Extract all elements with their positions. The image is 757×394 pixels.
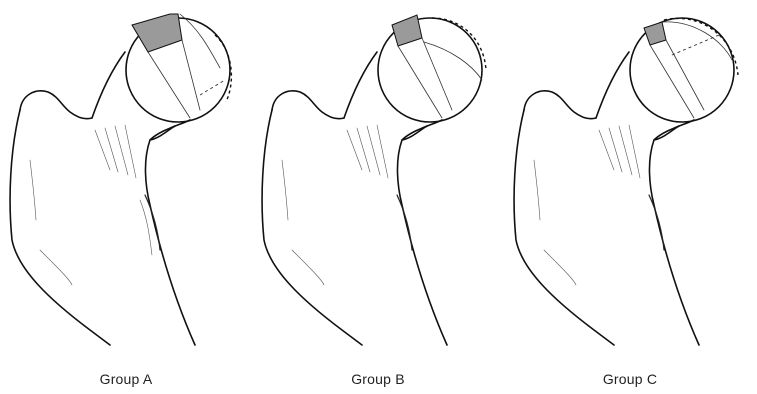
shaded-lesion <box>132 14 182 52</box>
femoral-neck-lower <box>654 126 679 140</box>
femoral-neck-lower <box>150 126 175 140</box>
femoral-head-dashed-rim <box>215 35 231 102</box>
caption-group-a: Group A <box>0 371 252 387</box>
caption-group-c: Group C <box>504 371 756 387</box>
femoral-neck-lower <box>402 126 427 140</box>
femur-drawing-group-c <box>504 0 756 360</box>
greater-trochanter <box>272 91 344 119</box>
panel-group-a: Group A <box>0 0 252 394</box>
panel-group-c: Group C <box>504 0 756 394</box>
femoral-neck-upper <box>92 52 125 118</box>
shaded-lesion <box>392 15 422 46</box>
femoral-neck-upper <box>344 52 377 118</box>
femur-outline <box>10 110 195 345</box>
femur-outline <box>262 110 447 345</box>
femur-drawing-group-a <box>0 0 252 360</box>
caption-group-b: Group B <box>252 371 504 387</box>
femoral-head-dashed-rim <box>664 18 738 75</box>
panel-group-b: Group B <box>252 0 504 394</box>
femoral-head-dashed-rim <box>432 18 486 70</box>
femur-outline <box>514 110 699 345</box>
greater-trochanter <box>20 91 92 119</box>
shaded-lesion <box>644 22 666 45</box>
femur-drawing-group-b <box>252 0 504 360</box>
femoral-neck-upper <box>596 52 629 118</box>
greater-trochanter <box>524 91 596 119</box>
femoral-head <box>378 18 482 122</box>
